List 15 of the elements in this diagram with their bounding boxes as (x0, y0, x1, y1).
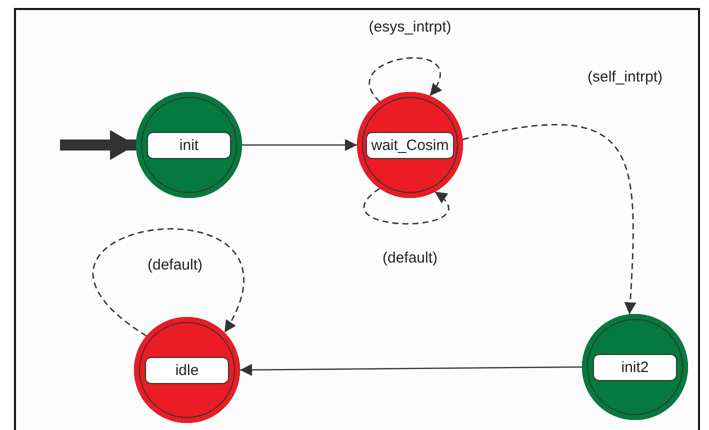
state-label: init (147, 132, 231, 158)
entry-arrow (60, 132, 136, 158)
transition-arrow (363, 188, 450, 224)
transition-arrow (94, 228, 244, 336)
state-label: idle (145, 356, 229, 384)
state-label: init2 (593, 354, 677, 380)
edge-label: (default) (380, 250, 440, 266)
transition-arrow (242, 139, 357, 151)
state-label: wait_Cosim (366, 132, 454, 158)
transition-arrow (240, 364, 582, 376)
transition-arrow (462, 124, 636, 314)
edge-label: (default) (145, 256, 205, 274)
edge-label: (esys_intrpt) (366, 18, 454, 36)
edge-label: (self_intrpt) (585, 68, 665, 86)
transition-arrow (368, 57, 442, 102)
